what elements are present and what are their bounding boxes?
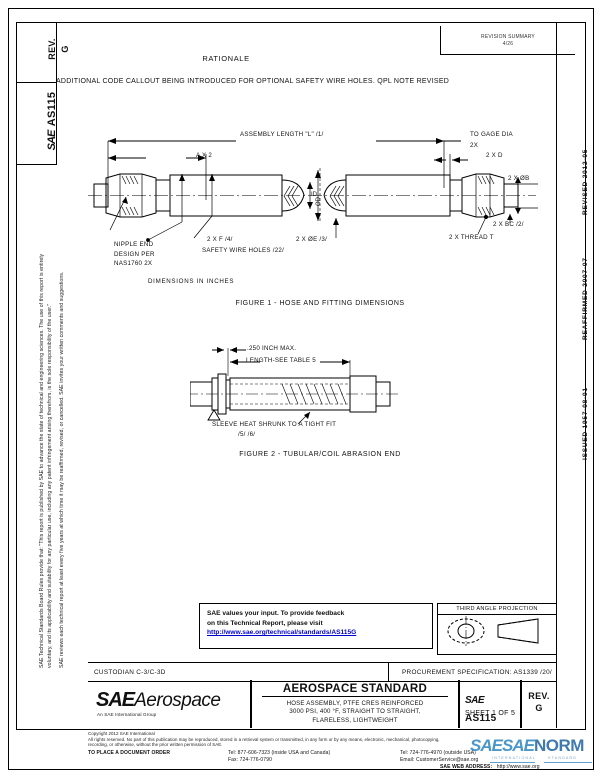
sae-logo-subtitle: An SAE International Group — [97, 712, 157, 717]
title-rev-value: G — [535, 703, 543, 713]
watermark-sub-left: INTERNATIONAL — [492, 756, 537, 760]
feedback-box: SAE values your input. To provide feedba… — [199, 603, 433, 649]
watermark-sae-right: SAE — [501, 736, 535, 755]
sae-mark-side: SAE — [46, 130, 58, 151]
title-desc-1: HOSE ASSEMBLY, PTFE CRES REINFORCED — [286, 700, 424, 707]
fig1-a-x2-label: A X 2 — [196, 152, 213, 159]
watermark-norm: NORM — [533, 736, 584, 755]
fig1-2xf-label: 2 X F /4/ — [207, 236, 233, 243]
copyright-line-3: recording, or otherwise, without the pri… — [88, 742, 223, 748]
third-angle-projection-box: THIRD ANGLE PROJECTION — [437, 603, 557, 655]
title-description-cell: AEROSPACE STANDARD HOSE ASSEMBLY, PTFE C… — [252, 680, 460, 728]
fig1-safety-wire-label: SAFETY WIRE HOLES /22/ — [202, 247, 285, 254]
watermark-sae-left: SAE — [470, 736, 503, 755]
web-address-label: SAE WEB ADDRESS: — [440, 764, 493, 770]
projection-symbol-icon — [447, 616, 539, 646]
fig2-max-note: .250 INCH MAX. — [247, 345, 297, 352]
inner-border — [16, 22, 586, 730]
copyright-footer: Copyright 2012 SAE International All rig… — [88, 731, 508, 766]
doc-number-cell: SAE AS115 SHEET 1 OF 5 — [460, 680, 522, 728]
rationale-title: RATIONALE — [202, 54, 250, 63]
doc-sae-mark: SAE — [465, 695, 485, 706]
figure-2-caption: FIGURE 2 - TUBULAR/COIL ABRASION END — [239, 451, 401, 458]
fax-number: Fax: 724-776-0790 — [228, 756, 272, 763]
sae-logo-cell: SAEAerospace An SAE International Group — [88, 680, 252, 728]
fig1-2x-bc-label: 2 X BC /2/ — [493, 221, 524, 228]
figure-2-drawing — [190, 347, 400, 425]
fig1-id-label: ID — [311, 192, 317, 198]
fig2-length-note: LENGTH-SEE TABLE 5 — [246, 357, 316, 364]
procurement-spec-label: PROCUREMENT SPECIFICATION: AS1339 /20/ — [401, 668, 553, 676]
doc-number-value: AS115 — [465, 713, 497, 724]
outer-border — [8, 8, 594, 770]
aerospace-logo-text: Aerospace — [134, 690, 221, 711]
web-address-block: SAE WEB ADDRESS: http://www.sae.org — [440, 755, 540, 773]
figure-1-caption: FIGURE 1 - HOSE AND FITTING DIMENSIONS — [235, 300, 405, 307]
order-label: TO PLACE A DOCUMENT ORDER — [88, 749, 171, 756]
copyright-line-1: Copyright 2012 SAE International — [88, 731, 155, 736]
copyright-line-2: All rights reserved. No part of this pub… — [88, 736, 440, 742]
fig1-2x-thread-label: 2 X THREAD T — [449, 234, 494, 241]
fig1-2x-dia-e-label: 2 X ØE /3/ — [296, 236, 328, 243]
figure-1-drawing — [88, 138, 538, 242]
fig1-gage-dia-label: TO GAGE DIA — [470, 131, 513, 138]
revision-history-text: REVISION SUMMARY 4/26 — [481, 34, 535, 47]
revised-date: REVISED 2012-05 — [582, 148, 589, 215]
revision-history-box: REVISION SUMMARY 4/26 — [440, 26, 575, 55]
watermark-sub-right: STANDARD — [548, 756, 578, 760]
fig2-sleeve-ref: /5/ /6/ — [238, 431, 256, 438]
doc-number-side: AS115 — [46, 91, 58, 127]
fig1-2x-dia-b-label: 2 X ØB — [508, 175, 530, 182]
fig1-2xd-label: 2 X D — [486, 152, 503, 159]
title-desc-2: 3000 PSI, 400 °F, STRAIGHT TO STRAIGHT, — [289, 708, 421, 716]
fig1-units-note: DIMENSIONS IN INCHES — [148, 278, 235, 285]
date-rail — [556, 22, 585, 728]
tel-outside: Tel: 724-776-4970 (outside USA) — [400, 749, 476, 756]
custodian-row: CUSTODIAN C-3/C-3D PROCUREMENT SPECIFICA… — [88, 662, 556, 682]
custodian-label: CUSTODIAN C-3/C-3D — [94, 668, 166, 676]
title-rev-label: REV. — [528, 691, 550, 701]
sae-norm-watermark: SAESAENORM INTERNATIONAL STANDARD — [470, 736, 595, 772]
rev-cell: REV. G — [522, 680, 556, 728]
feedback-line-2: on this Technical Report, please visit — [207, 619, 323, 627]
legal-line-3: SAE reviews each technical report at lea… — [59, 271, 65, 668]
title-block: SAEAerospace An SAE International Group … — [88, 680, 556, 728]
rationale-body: ADDITIONAL CODE CALLOUT BEING INTRODUCED… — [56, 78, 450, 85]
sae-logo-text: SAE — [96, 689, 135, 711]
sheet-number: SHEET 1 OF 5 — [465, 710, 516, 717]
rev-box: REV. G — [16, 22, 70, 83]
email-address: Email: CustomerService@sae.org — [400, 756, 479, 763]
fig2-sleeve-note: SLEEVE HEAT SHRUNK TO A TIGHT FIT — [212, 421, 337, 428]
fig1-od-label: OD — [316, 197, 322, 206]
projection-title: THIRD ANGLE PROJECTION — [438, 604, 556, 615]
reaffirmed-date: REAFFIRMED 2007-07 — [582, 257, 589, 340]
feedback-link[interactable]: http://www.sae.org/technical/standards/A… — [207, 629, 357, 636]
rev-value: G — [60, 45, 70, 53]
tel-inside: Tel: 877-606-7323 (inside USA and Canada… — [228, 749, 331, 756]
standard-title: AEROSPACE STANDARD — [262, 683, 448, 697]
issued-date: ISSUED 1957-08-01 — [582, 387, 589, 460]
fig1-nipple-note: NIPPLE END DESIGN PER NAS1760 2X — [114, 241, 155, 267]
title-desc-3: FLARELESS, LIGHTWEIGHT — [312, 716, 398, 724]
fig1-2x-label: 2X — [470, 142, 479, 149]
web-address-url[interactable]: http://www.sae.org — [496, 764, 540, 770]
doc-number-box: SAE AS115 — [16, 82, 58, 165]
fig1-assembly-length-label: ASSEMBLY LENGTH "L" /1/ — [240, 131, 324, 138]
feedback-line-1: SAE values your input. To provide feedba… — [207, 610, 345, 617]
